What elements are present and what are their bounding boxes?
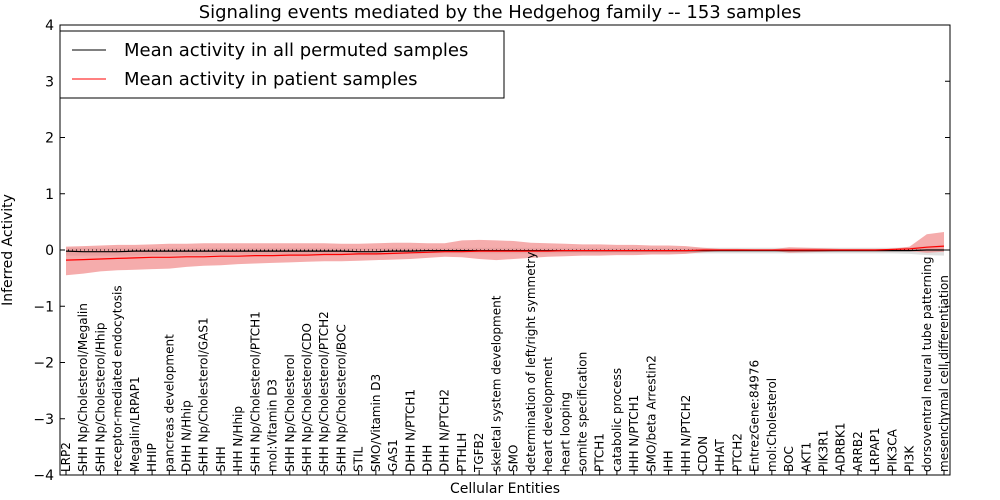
- x-tick-label: CDON: [696, 436, 710, 472]
- x-tick-label: catabolic process: [610, 368, 624, 472]
- y-tick-label: 1: [45, 187, 54, 203]
- y-tick-label: 3: [45, 74, 54, 90]
- x-tick-label: AKT1: [799, 442, 813, 472]
- x-tick-label: SMO/beta Arrestin2: [644, 355, 658, 472]
- x-tick-label: SHH Np/Cholesterol/GAS1: [197, 317, 211, 472]
- band-patient: [66, 232, 944, 276]
- x-tick-label: BOC: [782, 446, 796, 472]
- x-tick-label: DHH N/PTCH1: [403, 389, 417, 472]
- x-tick-label: SMO: [507, 445, 521, 472]
- x-tick-label: DHH N/Hhip: [180, 400, 194, 472]
- y-tick-label: 4: [45, 18, 54, 34]
- x-tick-label: SHH: [214, 446, 228, 472]
- x-tick-label: determination of left/right symmetry: [524, 252, 538, 472]
- x-tick-label: SHH Np/Cholesterol/PTCH2: [317, 311, 331, 472]
- legend: Mean activity in all permuted samples Me…: [59, 30, 505, 99]
- y-tick-label: −3: [33, 412, 54, 428]
- x-tick-label: TGFB2: [472, 433, 486, 473]
- x-tick-label: pancreas development: [162, 334, 176, 472]
- chart-title: Signaling events mediated by the Hedgeho…: [199, 2, 802, 23]
- x-tick-label: ARRB2: [851, 431, 865, 472]
- x-tick-label: DHH N/PTCH2: [438, 389, 452, 472]
- x-tick-label: SHH Np/Cholesterol: [283, 354, 297, 472]
- y-tick-label: 0: [45, 243, 54, 259]
- y-axis-label: Inferred Activity: [0, 194, 16, 306]
- x-tick-label: Megalin/LRPAP1: [128, 376, 142, 472]
- x-tick-label: DHH: [421, 445, 435, 472]
- x-tick-label: SHH Np/Cholesterol/PTCH1: [248, 311, 262, 472]
- legend-label-patient: Mean activity in patient samples: [124, 69, 418, 90]
- x-tick-label: HHAT: [713, 439, 727, 472]
- legend-label-permuted: Mean activity in all permuted samples: [124, 40, 468, 61]
- confidence-bands: [66, 232, 944, 276]
- x-tick-label: GAS1: [386, 439, 400, 472]
- x-tick-label: heart looping: [558, 392, 572, 472]
- x-tick-label: PTCH2: [730, 433, 744, 472]
- series-lines: [65, 245, 945, 261]
- x-tick-label: PIK3R1: [817, 430, 831, 472]
- x-tick-label: somite specification: [576, 352, 590, 472]
- x-tick-label: STIL: [352, 447, 366, 472]
- x-tick-label: EntrezGene:84976: [748, 360, 762, 472]
- x-tick-label: mol:Cholesterol: [765, 378, 779, 472]
- x-tick-label: dorsoventral neural tube patterning: [920, 256, 934, 472]
- x-tick-label: mesenchymal cell differentiation: [937, 275, 951, 472]
- x-tick-label: IHH: [662, 450, 676, 472]
- y-axis: 4 3 2 1 0 −1 −2 −3 −4: [33, 18, 950, 484]
- x-tick-label: receptor-mediated endocytosis: [111, 285, 125, 472]
- x-tick-label: SHH Np/Cholesterol/Megalin: [76, 303, 90, 472]
- x-tick-label: skeletal system development: [489, 295, 503, 472]
- x-tick-label: IHH N/PTCH2: [679, 395, 693, 472]
- x-tick-label: SHH Np/Cholesterol/Hhip: [93, 323, 107, 472]
- x-tick-label: SMO/Vitamin D3: [369, 374, 383, 472]
- x-tick-label: mol:Vitamin D3: [266, 379, 280, 472]
- x-tick-label: PTHLH: [455, 433, 469, 472]
- x-tick-label: IHH N/PTCH1: [627, 395, 641, 472]
- x-tick-label: ADRBK1: [834, 422, 848, 472]
- x-tick-label: LRPAP1: [868, 427, 882, 472]
- series-line-patient: [65, 245, 945, 261]
- y-tick-label: −1: [33, 299, 54, 315]
- legend-box: [59, 30, 505, 99]
- y-tick-label: −2: [33, 356, 54, 372]
- x-tick-label: PIK3CA: [885, 428, 899, 472]
- x-tick-label: PTCH1: [593, 433, 607, 472]
- x-tick-label: LRP2: [59, 442, 73, 472]
- y-tick-label: 2: [45, 131, 54, 147]
- x-tick-label: IHH N/Hhip: [231, 406, 245, 472]
- x-tick-label: HHIP: [145, 443, 159, 472]
- x-tick-label: SHH Np/Cholesterol/BOC: [335, 324, 349, 472]
- x-tick-label: heart development: [541, 357, 555, 472]
- x-tick-label: SHH Np/Cholesterol/CDO: [300, 323, 314, 472]
- y-tick-label: −4: [33, 468, 54, 484]
- x-tick-label: PI3K: [903, 445, 917, 472]
- x-axis-label: Cellular Entities: [450, 481, 560, 497]
